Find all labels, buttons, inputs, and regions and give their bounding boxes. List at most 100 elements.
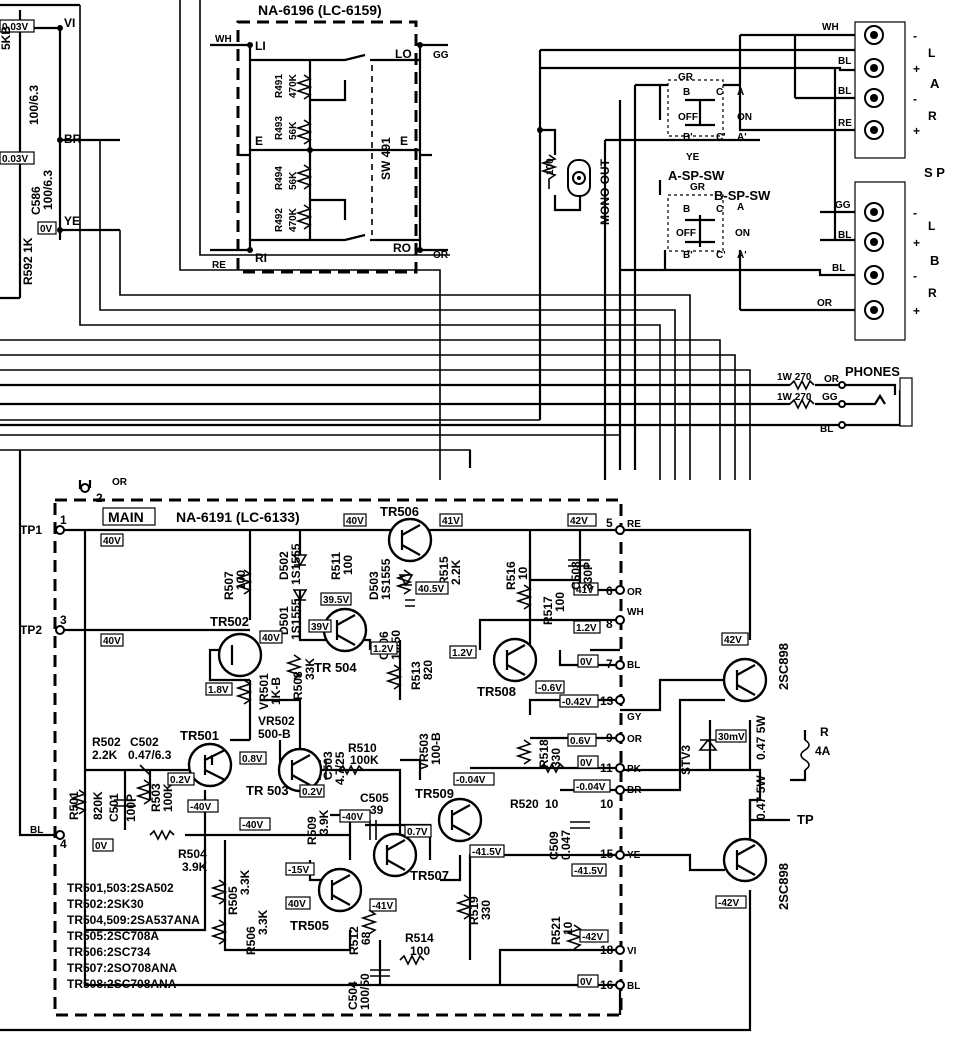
r494-ref: R494 xyxy=(274,166,285,190)
tr506-label: TR506 xyxy=(380,504,419,519)
out-lo-label: 2SC898 xyxy=(776,863,791,910)
right-pin-labels: 5 RE 6 OR 8 WH 7 BL 13 GY 9 OR 11 PK 10 … xyxy=(559,513,644,992)
label-5kb: 5KB xyxy=(0,26,13,50)
r493-ref: R493 xyxy=(274,116,285,140)
label-cap-a: 100/6.3 xyxy=(27,85,41,125)
pin8-volt: 1.2V xyxy=(576,623,597,634)
main-tag: MAIN xyxy=(108,509,144,525)
vr501-val: 1K-B xyxy=(269,677,283,705)
wire-re: RE xyxy=(212,260,226,271)
pin-lo: LO xyxy=(395,47,412,61)
label-r592: R592 1K xyxy=(21,237,35,285)
r518-ref: R518 xyxy=(537,739,551,768)
pin9-volt: 0.6V xyxy=(570,736,591,747)
v-0-a: 0V xyxy=(95,841,108,852)
pin-e-left: E xyxy=(255,134,263,148)
sw-a-a: A xyxy=(737,87,744,98)
r501-val: 820K xyxy=(91,791,105,820)
r515-ref: R515 xyxy=(437,556,451,585)
pin10-volt: -0.04V xyxy=(576,782,606,793)
v-40-d: 40V xyxy=(262,633,280,644)
v-neg-0-6: -0.6V xyxy=(538,683,562,694)
parts-list: TR501,503:2SA502 TR502:2SK30 TR504,509:2… xyxy=(67,881,200,991)
r507-val: 100 xyxy=(234,570,248,590)
a-sp-sw-label: A-SP-SW xyxy=(668,168,725,183)
parts-list-6: TR507:2SO708ANA xyxy=(67,961,177,975)
sw-b-b2: B' xyxy=(683,250,693,261)
pin9-color: OR xyxy=(627,734,643,745)
d503-val: 1S1555 xyxy=(379,558,393,600)
sp-label: S P xyxy=(924,165,945,180)
volt-fragment-2: 0.03V xyxy=(2,154,28,165)
phones: PHONES 1W 270 1W 270 OR GG BL xyxy=(0,364,913,435)
pin18-color: VI xyxy=(627,946,637,957)
v-1-2-a: 1.2V xyxy=(373,644,394,655)
c504-ref: C504 xyxy=(346,981,360,1010)
v-41: 41V xyxy=(442,516,460,527)
pin7-volt: 0V xyxy=(580,657,593,668)
ch-b-r: R xyxy=(928,286,937,300)
wire-sp-bl2: BL xyxy=(838,86,851,97)
pin13-volt: -0.42V xyxy=(562,697,592,708)
pin7-color: BL xyxy=(627,660,640,671)
fuse-ref: R xyxy=(820,725,829,739)
parts-list-1: TR501,503:2SA502 xyxy=(67,881,174,895)
r518-val: 330 xyxy=(549,748,563,768)
out-hi-label: 2SC898 xyxy=(776,643,791,690)
pin7-num: 7 xyxy=(606,657,613,671)
wire-gr-b: GR xyxy=(690,182,706,193)
parts-list-5: TR506:2SC734 xyxy=(67,945,151,959)
pin-e-right: E xyxy=(400,134,408,148)
r509-val: 3.9K xyxy=(317,809,331,835)
wire-gg: GG xyxy=(433,50,449,61)
r512-val: 68 xyxy=(359,931,373,945)
r521-val: 10 xyxy=(561,921,575,935)
r493-val: 56K xyxy=(288,121,299,140)
phones-wire-or: OR xyxy=(824,374,840,385)
c508-val: 330P xyxy=(581,562,595,590)
sw-b-b: B xyxy=(683,204,690,215)
c502-val: 0.47/6.3 xyxy=(128,748,172,762)
pin16-color: BL xyxy=(627,981,640,992)
pin2-color: OR xyxy=(112,477,128,488)
r503-val: 100K xyxy=(161,783,175,812)
r507-ref: R507 xyxy=(222,571,236,600)
r502-ref: R502 xyxy=(92,735,121,749)
parts-list-4: TR505:2SC708A xyxy=(67,929,159,943)
v-1-8: 1.8V xyxy=(208,685,229,696)
tr504-label: TR 504 xyxy=(314,660,357,675)
main-title: NA-6191 (LC-6133) xyxy=(176,509,300,525)
wire-sp-bl1: BL xyxy=(838,56,851,67)
pin6-color: OR xyxy=(627,587,643,598)
r510-val: 100K xyxy=(350,753,379,767)
pol-a3: - xyxy=(913,92,917,106)
stv3-ref: STV3 xyxy=(679,745,693,775)
ch-a-r: R xyxy=(928,109,937,123)
selector-title: NA-6196 (LC-6159) xyxy=(258,2,382,18)
speaker-section: A-SP-SW B-SP-SW OFF ON OFF ON B C A B' C… xyxy=(540,21,945,480)
r520-val: 10 xyxy=(545,797,559,811)
sw-b-c2: C' xyxy=(716,250,726,261)
tr502-label: TR502 xyxy=(210,614,249,629)
component-labels: R507 100 D502 1S1555 D501 1S1555 R511 10… xyxy=(67,543,831,1010)
pin8-num: 8 xyxy=(606,617,613,631)
sw-b-c: C xyxy=(716,204,723,215)
voltage-readings: 40V 40V 40V 41V 40.5V 39.5V 39V 40V 1.2V… xyxy=(92,513,749,912)
r509-ref: R509 xyxy=(305,816,319,845)
fuse-val: 4A xyxy=(815,744,831,758)
r513-ref: R513 xyxy=(409,661,423,690)
d501-val: 1S1555 xyxy=(289,598,303,640)
v-1-2-b: 1.2V xyxy=(452,648,473,659)
sw-a-c: C xyxy=(716,87,723,98)
parts-list-3: TR504,509:2SA537ANA xyxy=(67,913,200,927)
r519-val: 330 xyxy=(479,900,493,920)
phones-r2: 1W 270 xyxy=(777,392,812,403)
r491-val: 470K xyxy=(288,73,299,98)
d502-ref: D502 xyxy=(277,551,291,580)
wire-sp-or: OR xyxy=(817,298,833,309)
vr501-ref: VR501 xyxy=(257,673,271,710)
sw-b-a2: A' xyxy=(737,250,747,261)
pol-b2: + xyxy=(913,236,920,250)
r506-val: 3.3K xyxy=(256,909,270,935)
